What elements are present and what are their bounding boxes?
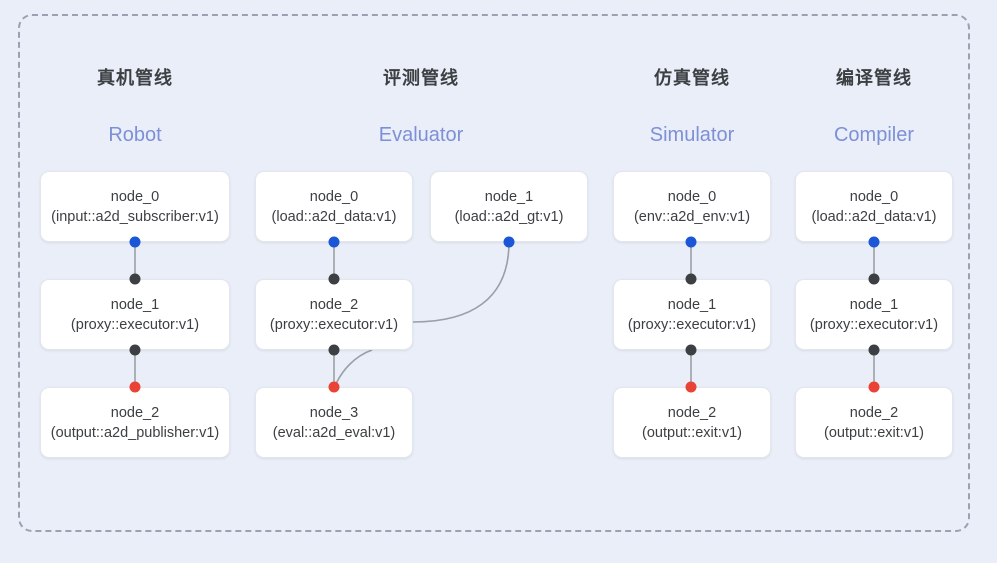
column-subtitle-evaluator: Evaluator — [378, 124, 464, 146]
node-name: node_2 — [667, 404, 717, 421]
port-output-evaluator-2[interactable] — [328, 344, 340, 356]
node-simulator-0[interactable]: node_0 (env::a2d_env:v1) — [613, 171, 771, 242]
column-subtitle-robot: Robot — [108, 124, 162, 146]
node-name: node_0 — [110, 188, 160, 205]
node-type: (output::a2d_publisher:v1) — [50, 424, 220, 441]
node-type: (input::a2d_subscriber:v1) — [51, 208, 219, 225]
column-title-evaluator: 评测管线 — [383, 68, 459, 88]
node-type: (proxy::executor:v1) — [70, 316, 200, 333]
node-name: node_2 — [849, 404, 899, 421]
node-robot-2[interactable]: node_2 (output::a2d_publisher:v1) — [40, 387, 230, 458]
node-type: (load::a2d_gt:v1) — [454, 208, 564, 225]
node-simulator-2[interactable]: node_2 (output::exit:v1) — [613, 387, 771, 458]
column-title-robot: 真机管线 — [97, 68, 173, 88]
node-name: node_2 — [110, 404, 160, 421]
node-type: (output::exit:v1) — [642, 424, 742, 441]
column-title-compiler: 编译管线 — [836, 68, 912, 88]
node-name: node_1 — [484, 188, 534, 205]
node-name: node_1 — [667, 296, 717, 313]
port-output-evaluator-1[interactable] — [503, 236, 515, 248]
column-subtitle-compiler: Compiler — [833, 124, 915, 146]
node-type: (proxy::executor:v1) — [627, 316, 757, 333]
port-output-compiler-1[interactable] — [868, 344, 880, 356]
node-name: node_0 — [309, 188, 359, 205]
node-simulator-1[interactable]: node_1 (proxy::executor:v1) — [613, 279, 771, 350]
port-input-simulator-1[interactable] — [685, 273, 697, 285]
node-evaluator-0[interactable]: node_0 (load::a2d_data:v1) — [255, 171, 413, 242]
port-output-evaluator-0[interactable] — [328, 236, 340, 248]
column-subtitle-simulator: Simulator — [649, 124, 735, 146]
port-output-robot-0[interactable] — [129, 236, 141, 248]
node-name: node_0 — [849, 188, 899, 205]
column-title-simulator: 仿真管线 — [654, 68, 730, 88]
node-type: (proxy::executor:v1) — [809, 316, 939, 333]
node-robot-1[interactable]: node_1 (proxy::executor:v1) — [40, 279, 230, 350]
node-type: (load::a2d_data:v1) — [271, 208, 397, 225]
port-input-compiler-1[interactable] — [868, 273, 880, 285]
node-compiler-1[interactable]: node_1 (proxy::executor:v1) — [795, 279, 953, 350]
node-type: (load::a2d_data:v1) — [811, 208, 937, 225]
node-evaluator-2[interactable]: node_2 (proxy::executor:v1) — [255, 279, 413, 350]
port-input-robot-1[interactable] — [129, 273, 141, 285]
node-compiler-2[interactable]: node_2 (output::exit:v1) — [795, 387, 953, 458]
node-evaluator-1[interactable]: node_1 (load::a2d_gt:v1) — [430, 171, 588, 242]
node-name: node_2 — [309, 296, 359, 313]
port-output-robot-1[interactable] — [129, 344, 141, 356]
port-output-simulator-1[interactable] — [685, 344, 697, 356]
node-evaluator-3[interactable]: node_3 (eval::a2d_eval:v1) — [255, 387, 413, 458]
node-type: (eval::a2d_eval:v1) — [272, 424, 396, 441]
node-name: node_1 — [110, 296, 160, 313]
node-name: node_0 — [667, 188, 717, 205]
port-output-compiler-0[interactable] — [868, 236, 880, 248]
port-input-robot-2[interactable] — [129, 381, 141, 393]
port-input-evaluator-3[interactable] — [328, 381, 340, 393]
node-robot-0[interactable]: node_0 (input::a2d_subscriber:v1) — [40, 171, 230, 242]
port-output-simulator-0[interactable] — [685, 236, 697, 248]
node-name: node_1 — [849, 296, 899, 313]
node-compiler-0[interactable]: node_0 (load::a2d_data:v1) — [795, 171, 953, 242]
node-type: (env::a2d_env:v1) — [633, 208, 751, 225]
port-input-simulator-2[interactable] — [685, 381, 697, 393]
pipeline-group-frame — [18, 14, 970, 532]
node-name: node_3 — [309, 404, 359, 421]
port-input-evaluator-2[interactable] — [328, 273, 340, 285]
port-input-compiler-2[interactable] — [868, 381, 880, 393]
node-type: (output::exit:v1) — [824, 424, 924, 441]
node-type: (proxy::executor:v1) — [269, 316, 399, 333]
